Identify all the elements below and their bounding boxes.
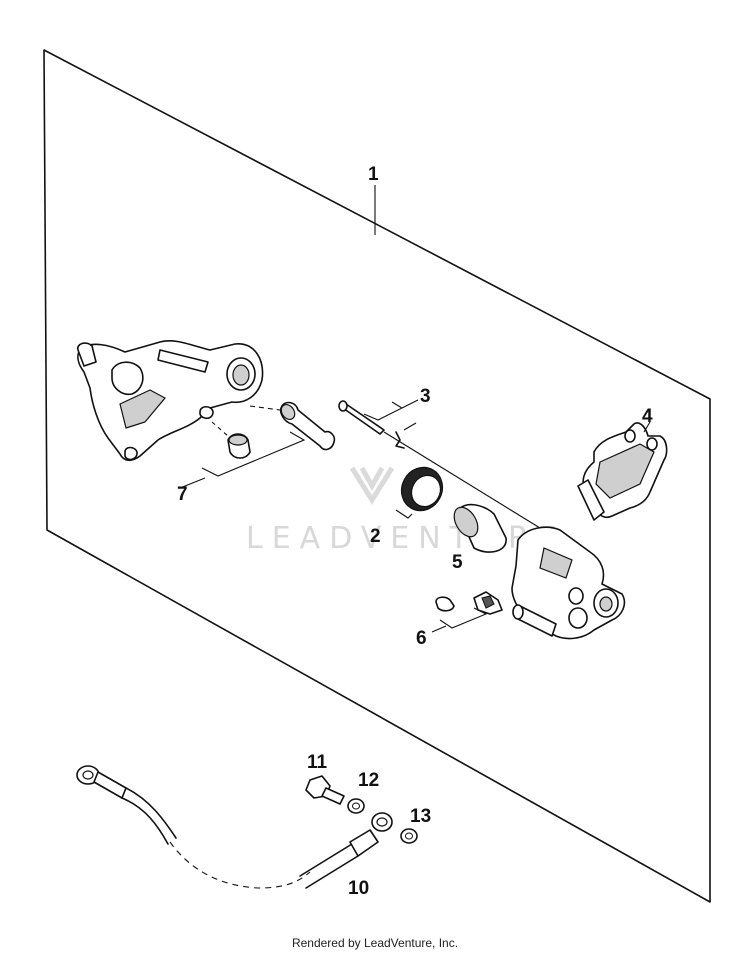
callout-2: 2 [370, 526, 381, 547]
caliper-piston [453, 503, 507, 553]
brake-pads [577, 422, 668, 521]
callout-6: 6 [416, 628, 427, 649]
callout-4: 4 [642, 406, 653, 427]
banjo-bolt [305, 775, 345, 805]
callout-5: 5 [452, 552, 463, 573]
bleeder-cap [435, 596, 455, 612]
callout-7: 7 [177, 484, 188, 505]
slide-pin [279, 401, 336, 451]
brake-hose [76, 765, 393, 889]
caliper-bracket [76, 340, 264, 462]
callout-1: 1 [368, 164, 379, 185]
assembly-panel [43, 49, 711, 903]
pad-pin [338, 400, 405, 449]
footer-caption: Rendered by LeadVenture, Inc. [291, 936, 459, 950]
callout-12: 12 [358, 770, 379, 791]
pin-boot [227, 433, 251, 459]
callout-3: 3 [420, 386, 431, 407]
piston-seal [400, 466, 444, 512]
caliper-body [511, 526, 626, 640]
callout-13: 13 [410, 806, 431, 827]
callout-11: 11 [307, 752, 328, 773]
callout-10: 10 [348, 878, 369, 899]
